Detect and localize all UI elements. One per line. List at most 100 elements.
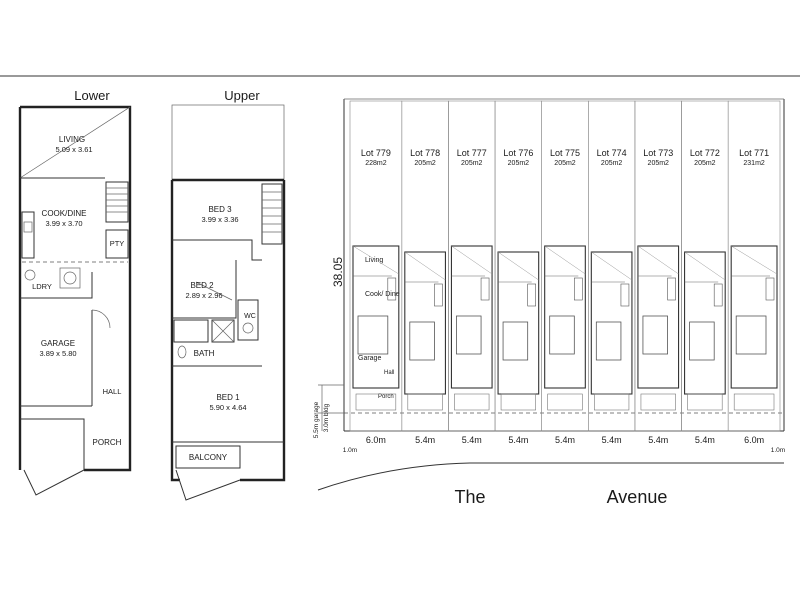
kitchen-bench [21, 211, 35, 259]
lot-number-label: Lot 776 [503, 148, 533, 158]
lower-outer-walls [18, 105, 132, 472]
lot-frontage-label: 5.4m [555, 435, 575, 445]
laundry-wall [20, 272, 93, 299]
site-porch-label: Porch [378, 394, 394, 400]
site-garage-label: Garage [358, 355, 381, 362]
laundry-name: LDRY [32, 282, 52, 291]
stair-footprint [765, 277, 775, 301]
bed3-name: BED 3 [208, 205, 232, 214]
lot-frontage-label: 5.4m [462, 435, 482, 445]
house-footprint [450, 245, 493, 389]
shower-box [211, 319, 235, 343]
lower-floor-plan: Lower LIVING [18, 88, 132, 496]
lot-frontage-label: 5.4m [648, 435, 668, 445]
garage-setback-label: 5.5m garage [313, 401, 320, 438]
porch-name: PORCH [93, 438, 122, 447]
lot-area-label: 205m2 [648, 160, 670, 167]
hall-name: HALL [103, 387, 122, 396]
garage-footprint [689, 321, 715, 361]
house-footprint [590, 251, 633, 395]
bath-name: BATH [194, 349, 215, 358]
bed3-wall [172, 239, 262, 261]
toilet-icon [242, 322, 254, 334]
bed2-diagonal [195, 281, 233, 301]
house-footprint [497, 251, 540, 395]
living-size: 5.09 x 3.61 [55, 145, 92, 154]
pantry-name: PTY [110, 239, 125, 248]
stair-footprint [667, 277, 676, 301]
porch-footprint [500, 393, 536, 411]
wc-box [237, 299, 259, 341]
lot-area-label: 205m2 [461, 160, 483, 167]
cook-dine-size: 3.99 x 3.70 [45, 219, 82, 228]
lower-stairs [105, 181, 129, 223]
house-footprint [637, 245, 680, 389]
sink-icon [23, 221, 33, 233]
bldg-setback-label: 3.0m bldg [323, 403, 330, 432]
bed1-size: 5.90 x 4.64 [209, 403, 246, 412]
cook-dine-name: COOK/DINE [42, 209, 87, 218]
garage-footprint [409, 321, 435, 361]
house-footprint [352, 245, 400, 389]
porch-footprint [407, 393, 443, 411]
house-roof-line [497, 251, 539, 281]
house-roof-line [684, 251, 726, 281]
lot-7: Lot 772 205m2 5.4m [681, 100, 729, 445]
right-side-setback: 1.0m [771, 447, 785, 454]
upper-floor-plan: Upper BED 3 3.99 x 3.3 [170, 88, 286, 501]
site-plan: 38.05 5.5m garage 3.0m bldg 1.0m 1.0m Li… [313, 98, 785, 507]
laundry-bench [59, 267, 81, 289]
stair-footprint [713, 283, 723, 307]
lot-frontage-label: 5.4m [508, 435, 528, 445]
porch-opening [23, 469, 85, 496]
upper-outer-walls [170, 178, 286, 482]
lot-number-label: Lot 774 [597, 148, 627, 158]
bed3-size: 3.99 x 3.36 [201, 215, 238, 224]
lot-boundary [727, 100, 781, 432]
lot-area-label: 205m2 [554, 160, 576, 167]
house-roof-line [731, 245, 778, 275]
lot-number-label: Lot 779 [361, 148, 391, 158]
house-roof-line [352, 245, 399, 275]
garage-footprint [456, 315, 482, 355]
house-roof-line [404, 251, 446, 281]
lot-frontage-label: 6.0m [366, 435, 386, 445]
porch-walls [20, 418, 85, 470]
garage-footprint [549, 315, 575, 355]
wc-name: WC [244, 313, 256, 320]
bed1-name: BED 1 [216, 393, 240, 402]
lot-area-label: 205m2 [601, 160, 623, 167]
bed2-size: 2.89 x 2.96 [185, 291, 222, 300]
bed2-wall [172, 260, 237, 319]
garage-name: GARAGE [41, 339, 75, 348]
porch-footprint [594, 393, 630, 411]
lower-heading: Lower [74, 88, 110, 103]
porch-footprint [547, 393, 583, 411]
porch-footprint [733, 393, 775, 411]
lot-number-label: Lot 772 [690, 148, 720, 158]
lot-frontage-label: 5.4m [602, 435, 622, 445]
living-name: LIVING [59, 135, 85, 144]
lot-area-label: 205m2 [508, 160, 530, 167]
lot-frontage-label: 5.4m [695, 435, 715, 445]
garage-footprint [357, 315, 389, 355]
basin-icon [177, 345, 187, 359]
lot-area-label: 205m2 [694, 160, 716, 167]
site-hall-label: Hall [384, 370, 394, 376]
laundry-machine-icon [63, 271, 77, 285]
porch-footprint [687, 393, 723, 411]
porch-footprint [355, 393, 397, 411]
house-roof-line [637, 245, 679, 275]
lot-number-label: Lot 778 [410, 148, 440, 158]
site-depth-label: 38.05 [331, 257, 345, 287]
house-footprint [730, 245, 778, 389]
house-roof-line [451, 245, 493, 275]
site-living-label: Living [365, 257, 383, 264]
living-roof-line [19, 106, 131, 179]
